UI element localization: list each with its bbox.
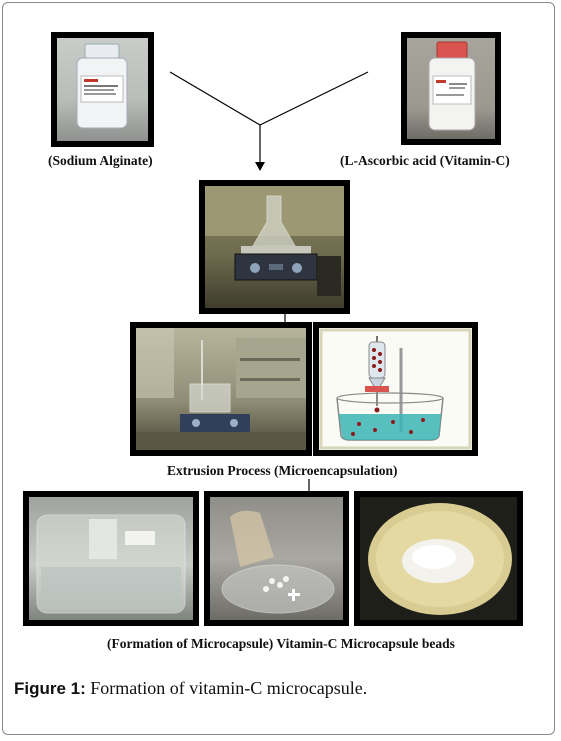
bottle-icon	[76, 43, 128, 129]
petri-dish-icon	[368, 503, 512, 615]
arrow-head-1	[255, 162, 265, 171]
extrusion-setup-photo	[130, 322, 312, 456]
dropping-funnel-icon	[319, 328, 472, 450]
sodium-alginate-label: (Sodium Alginate)	[48, 153, 153, 168]
gelation-bath-photo	[23, 491, 199, 626]
extrusion-process-label: Extrusion Process (Microencapsulation)	[167, 463, 398, 478]
figure-caption-label: Figure 1:	[14, 679, 86, 698]
formation-label: (Formation of Microcapsule) Vitamin-C Mi…	[107, 636, 455, 651]
sodium-alginate-photo	[51, 32, 154, 147]
ascorbic-acid-label: (L-Ascorbic acid (Vitamin-C)	[340, 153, 510, 168]
extrusion-schematic	[313, 322, 478, 456]
figure-frame	[2, 2, 555, 735]
mixing-hotplate-photo	[199, 180, 350, 314]
ascorbic-acid-photo	[401, 32, 501, 145]
extrusion-setup-icon	[136, 328, 306, 450]
microcapsule-formation-photo	[204, 491, 349, 626]
microcapsule-beads-photo	[354, 491, 523, 626]
beaker-icon	[221, 510, 335, 614]
hotplate-icon	[205, 186, 344, 296]
figure-caption-text: Formation of vitamin-C microcapsule.	[85, 678, 368, 698]
bottle-icon	[428, 41, 476, 131]
right-branch-line	[259, 71, 369, 126]
figure-caption: Figure 1: Formation of vitamin-C microca…	[14, 678, 367, 699]
left-branch-line	[169, 71, 261, 126]
beaker-icon	[36, 514, 186, 614]
